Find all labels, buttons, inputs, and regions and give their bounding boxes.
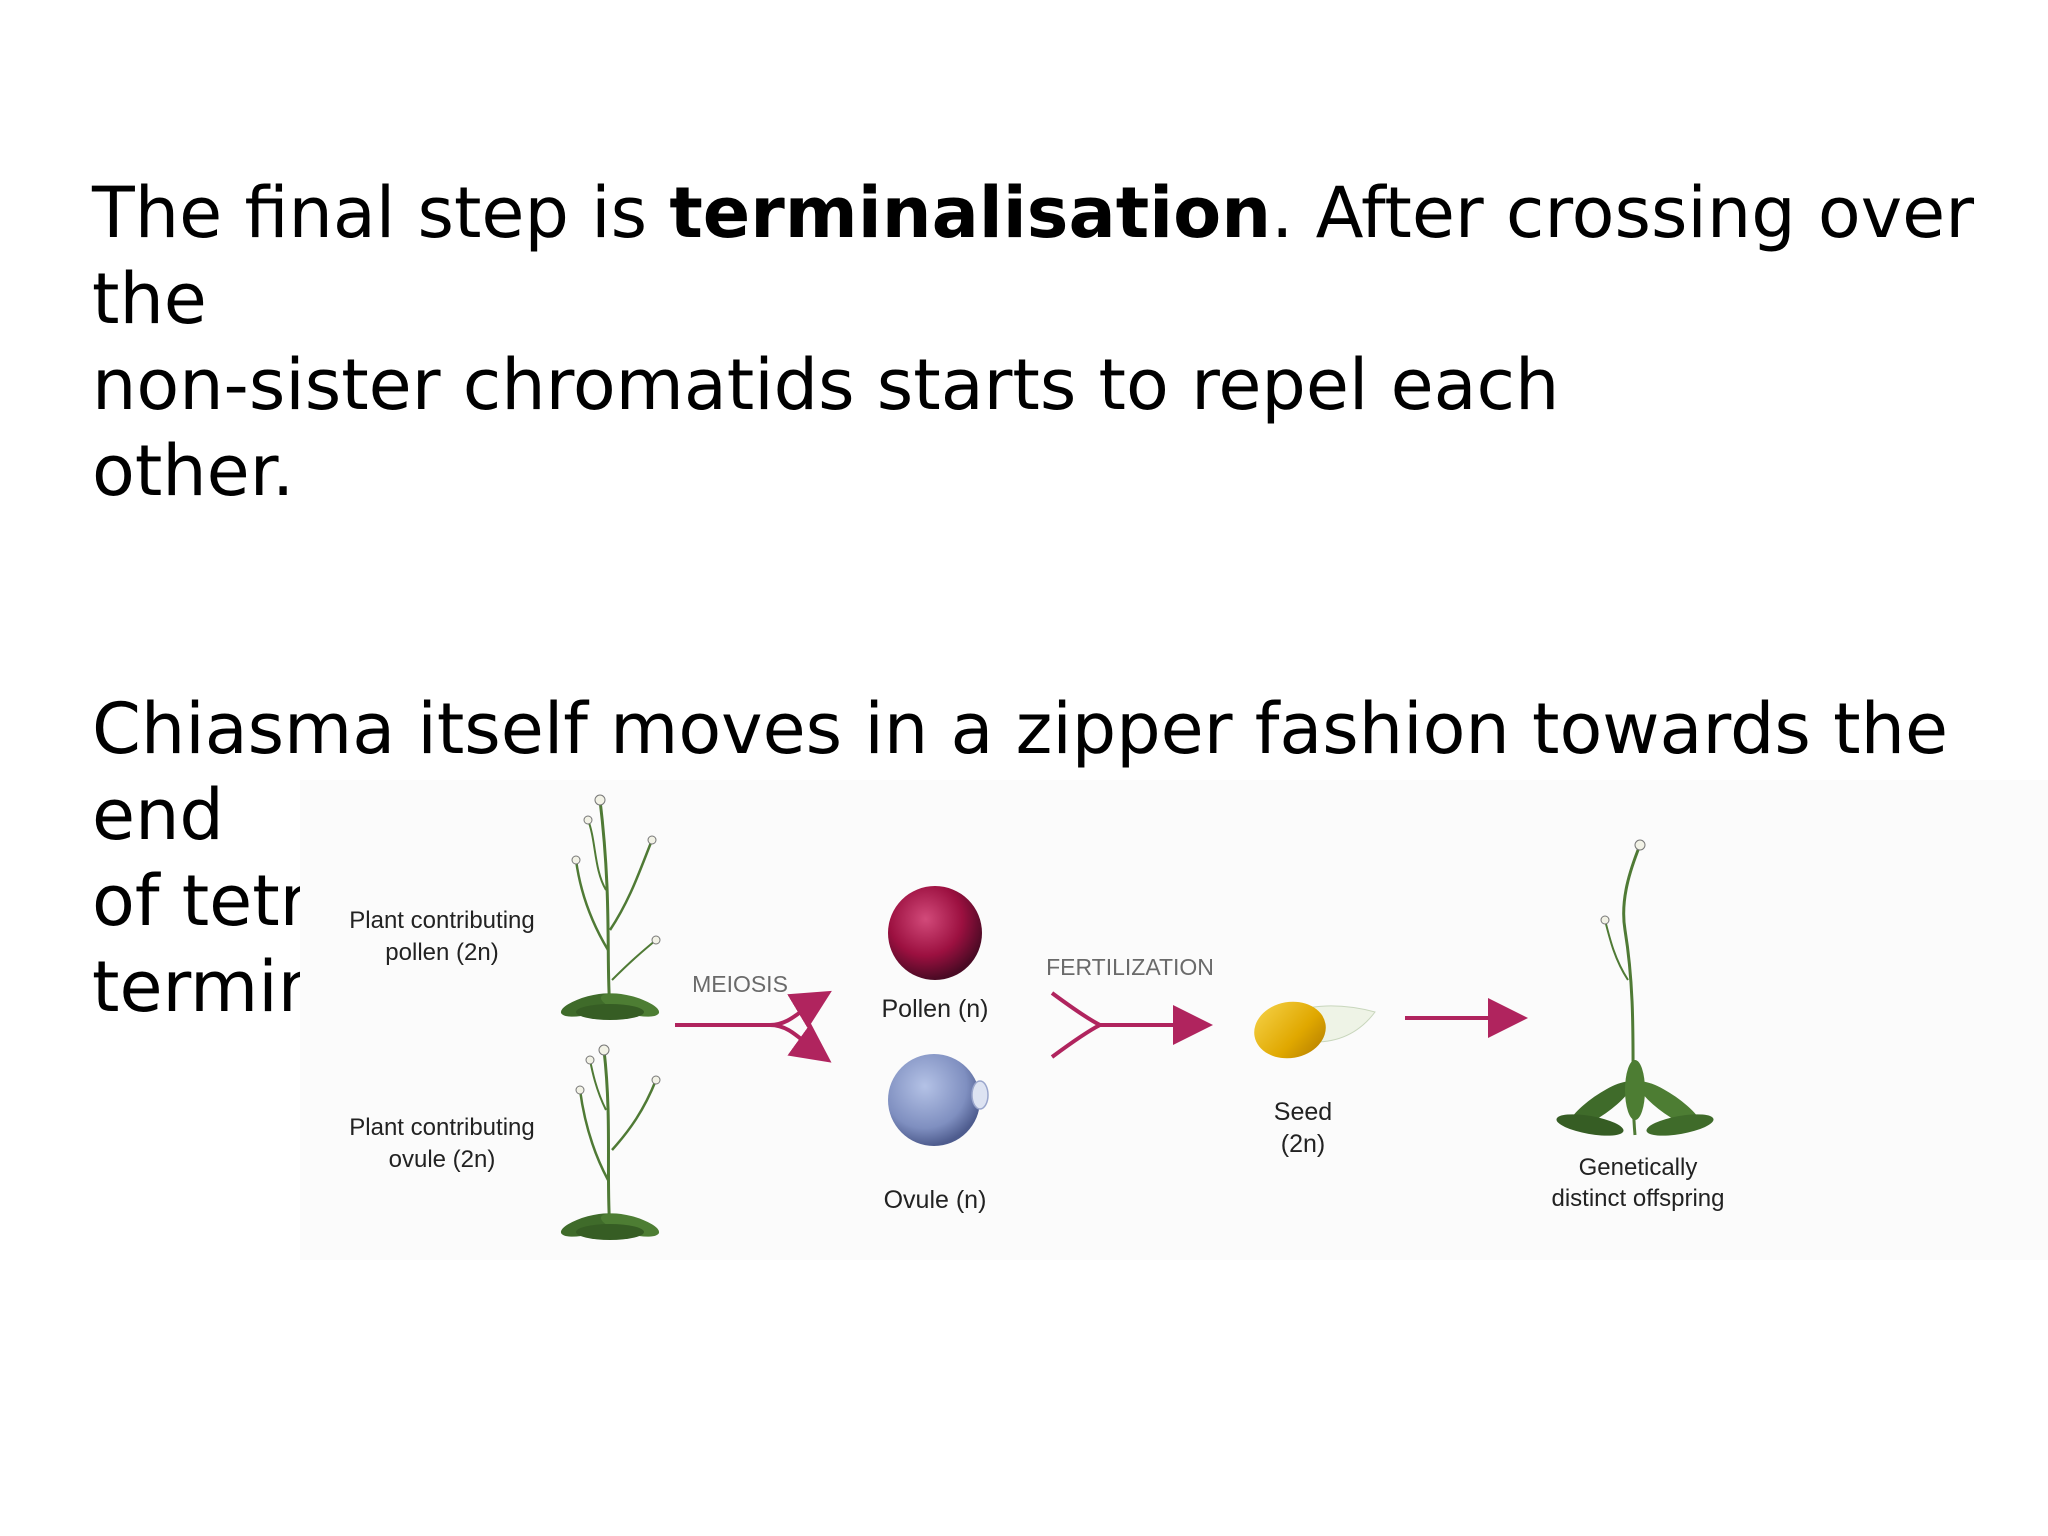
fertilization-merge-arrow [1050, 991, 1213, 1059]
pollen-plant-label-line2: pollen (2n) [385, 939, 498, 966]
ovule-plant-label-line2: ovule (2n) [389, 1146, 496, 1173]
pollen-label: Pollen (n) [882, 995, 989, 1023]
diagram-canvas: Plant contributing pollen (2n) Plant con… [349, 794, 1725, 1240]
pollen-grain-icon [888, 886, 982, 980]
offspring-plant-illustration [1556, 839, 1714, 1136]
seed-label-line2: (2n) [1281, 1130, 1325, 1158]
intro-text: The final step is [92, 172, 670, 254]
ovule-plant-label-line1: Plant contributing [349, 1114, 534, 1141]
pollen-plant-label-line1: Plant contributing [349, 907, 534, 934]
plant-reproduction-diagram: Plant contributing pollen (2n) Plant con… [300, 780, 2048, 1260]
intro-text-continued: . After crossing over the non-sister chr… [92, 172, 1975, 512]
pollen-plant-illustration [560, 794, 661, 1020]
meiosis-split-arrow [675, 990, 832, 1063]
ovule-label: Ovule (n) [884, 1186, 987, 1214]
seed-label-line1: Seed [1274, 1098, 1332, 1126]
fertilization-label: FERTILIZATION [1046, 954, 1214, 980]
offspring-label-line1: Genetically [1579, 1154, 1698, 1181]
offspring-label-line2: distinct offspring [1552, 1185, 1725, 1212]
paragraph-terminalisation-intro: The final step is terminalisation. After… [92, 170, 1992, 514]
ovule-plant-illustration [560, 1044, 661, 1240]
ovule-cell-icon [888, 1054, 989, 1146]
seed-icon [1254, 1001, 1376, 1059]
bold-term-terminalisation: terminalisation [669, 172, 1272, 254]
meiosis-label: MEIOSIS [692, 971, 788, 997]
